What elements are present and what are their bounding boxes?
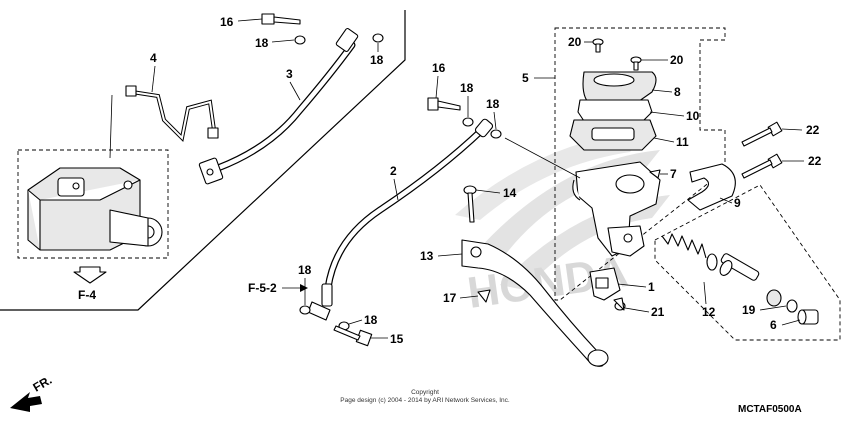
brake-pipe-4	[125, 85, 219, 143]
direction-label: FR.	[31, 373, 55, 395]
leader-banjo	[504, 137, 581, 179]
washer-18b	[372, 33, 384, 43]
callout-11: 11	[676, 135, 689, 149]
callout-21: 21	[651, 305, 665, 319]
leader-abs	[109, 94, 113, 159]
leader-8	[651, 89, 673, 93]
leader-17	[459, 295, 479, 299]
leader-21	[624, 307, 650, 313]
clip-7	[649, 169, 661, 179]
callout-14: 14	[503, 186, 517, 200]
callout-22b: 22	[808, 154, 822, 168]
copyright-line2: Page design (c) 2004 - 2014 by ARI Netwo…	[340, 397, 510, 404]
leader-11	[653, 137, 675, 143]
leader-3	[289, 81, 301, 101]
holder-9	[687, 163, 736, 211]
leader-9	[719, 197, 733, 204]
washer-18a	[294, 35, 306, 45]
callout-19: 19	[742, 303, 756, 317]
copyright-line1: Copyright	[411, 389, 439, 396]
reservoir-cap-8	[582, 71, 657, 107]
leader-10	[649, 111, 685, 117]
callout-13: 13	[420, 249, 434, 263]
master-cylinder-body	[572, 161, 661, 257]
leader-18d	[493, 111, 497, 130]
diaphragm-11	[569, 119, 657, 151]
piston-cup	[706, 253, 718, 271]
callout-18a: 18	[255, 36, 269, 50]
leader-18a	[271, 39, 295, 43]
washer-18e	[299, 305, 311, 315]
callout-4: 4	[150, 51, 157, 65]
callout-5: 5	[522, 71, 529, 85]
bolt-22a	[741, 121, 783, 147]
bolt-16-top	[261, 13, 301, 25]
brake-switch-1	[589, 267, 621, 301]
leader-4	[151, 65, 156, 93]
callout-8: 8	[674, 85, 681, 99]
ref-f52-arrowhead	[300, 284, 308, 292]
screw-20a	[592, 38, 604, 53]
ref-f52: F-5-2	[248, 281, 277, 295]
screw-20b	[630, 56, 642, 71]
bolt-16-mid	[427, 97, 461, 111]
leader-18f	[348, 319, 363, 325]
front-direction-arrow	[10, 392, 42, 412]
callout-7: 7	[670, 167, 677, 181]
callout-10: 10	[686, 109, 700, 123]
callout-16a: 16	[220, 15, 234, 29]
leader-19	[759, 305, 787, 311]
leader-16b	[435, 75, 439, 99]
callout-18d: 18	[486, 97, 500, 111]
leader-6	[781, 319, 801, 326]
leader-13	[437, 253, 463, 257]
brake-hose-3	[198, 28, 359, 185]
leader-16a	[237, 18, 263, 22]
leader-1	[617, 283, 647, 288]
callout-17: 17	[443, 291, 457, 305]
boot	[766, 289, 782, 307]
callout-3: 3	[286, 67, 293, 81]
piston	[719, 253, 760, 281]
callout-9: 9	[734, 196, 741, 210]
leader-14	[475, 189, 501, 194]
callout-15: 15	[390, 332, 404, 346]
master-cylinder-box	[554, 27, 726, 301]
bolt-15	[333, 325, 373, 347]
callout-1: 1	[648, 280, 655, 294]
ref-f4: F-4	[78, 288, 96, 302]
callout-6: 6	[770, 318, 777, 332]
callout-18f: 18	[364, 313, 378, 327]
callout-18b: 18	[370, 53, 384, 67]
abs-modulator	[27, 167, 163, 251]
callout-20a: 20	[568, 35, 582, 49]
callout-20b: 20	[670, 53, 684, 67]
nut-17	[477, 289, 491, 303]
section-divider	[0, 10, 406, 311]
washer-18c	[462, 117, 474, 127]
leader-2	[393, 178, 399, 201]
bolt-22b	[741, 153, 783, 179]
brake-lever-13	[461, 239, 609, 367]
callout-22a: 22	[806, 123, 820, 137]
callout-12: 12	[702, 305, 716, 319]
honda-watermark: HONDA	[455, 130, 670, 318]
brake-hose-2	[307, 118, 494, 321]
callout-18e: 18	[298, 263, 312, 277]
diagram-code: MCTAF0500A	[738, 404, 802, 415]
ref-f4-arrow	[73, 266, 107, 284]
leader-22a	[781, 128, 803, 131]
callout-16b: 16	[432, 61, 446, 75]
screw-21	[613, 297, 626, 311]
spring	[661, 233, 707, 259]
callout-18c: 18	[460, 81, 474, 95]
circlip-19	[786, 299, 798, 313]
push-rod-6	[797, 309, 819, 325]
washer-18d	[490, 129, 502, 139]
abs-modulator-box	[17, 149, 169, 259]
callout-2: 2	[390, 164, 397, 178]
leader-12	[703, 281, 707, 305]
